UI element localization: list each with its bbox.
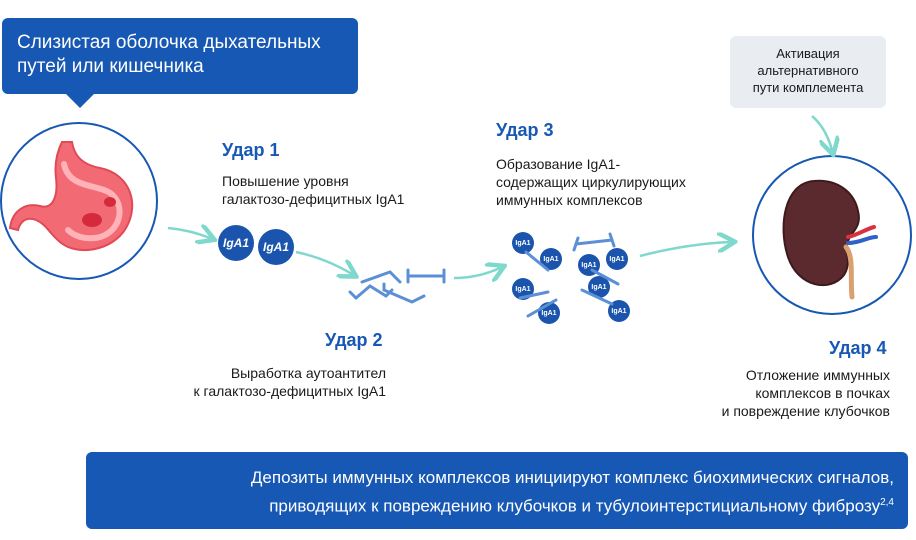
hit2-title: Удар 2 (325, 330, 383, 350)
flow-arrow (639, 242, 730, 258)
complement-note-line3: пути комплемента (752, 80, 864, 95)
hit1-text-line2: галактозо-дефицитных IgA1 (222, 191, 405, 207)
mucosa-callout: Слизистая оболочка дыхательных путей или… (2, 18, 358, 108)
hit3-text-line1: Образование IgA1- (496, 156, 621, 172)
hit4-text-line1: Отложение иммунных (745, 367, 890, 383)
hit2-text-line1: Выработка аутоантител (230, 365, 386, 381)
flow-arrow (167, 228, 210, 238)
hit3-title: Удар 3 (496, 120, 554, 140)
flow-arrow (811, 115, 832, 150)
mucosa-callout-line: Слизистая оболочка дыхательных путей или… (17, 32, 321, 77)
iga1-complex-molecule: IgA1 (512, 278, 534, 300)
antibody-icon (360, 270, 402, 284)
summary-line1: Депозиты иммунных комплексов инициируют … (250, 468, 894, 487)
complement-note-line2: альтернативного (757, 63, 859, 78)
hit3-text-line3: иммунных комплексов (496, 192, 643, 208)
iga1-complex-molecule: IgA1 (606, 248, 628, 270)
iga1-complex-molecule: IgA1 (512, 232, 534, 254)
iga1-molecule: IgA1 (258, 229, 294, 265)
kidney-icon (782, 179, 878, 300)
hit4-text: Отложение иммунных комплексов в почках и… (660, 366, 890, 420)
flow-arrow (295, 250, 352, 274)
iga1-complex-molecule: IgA1 (588, 276, 610, 298)
hit4-text-line2: комплексов в почках (755, 385, 890, 401)
summary-line2-text: приводящих к повреждению клубочков и туб… (269, 496, 881, 516)
complement-note: Активация альтернативного пути комплемен… (730, 36, 886, 108)
iga1-complex-molecule: IgA1 (540, 248, 562, 270)
callout-tail (66, 94, 94, 108)
stomach-circle (0, 122, 158, 280)
hit1-title: Удар 1 (222, 140, 280, 160)
iga1-molecule: IgA1 (218, 225, 254, 261)
hit3-text-line2: содержащих циркулирующих (496, 174, 686, 190)
hit4-title: Удар 4 (829, 338, 887, 358)
complement-note-line1: Активация (776, 46, 840, 61)
hit3-text: Образование IgA1- содержащих циркулирующ… (496, 155, 686, 209)
hit1-text-line1: Повышение уровня (222, 173, 349, 189)
flow-arrow (453, 268, 500, 278)
hit2-text-line2: к галактозо-дефицитных IgA1 (193, 383, 386, 399)
hit1-text: Повышение уровня галактозо-дефицитных Ig… (222, 172, 404, 208)
summary-box: Депозиты иммунных комплексов инициируют … (86, 452, 908, 529)
antibody-icon (382, 282, 426, 304)
hit2-text: Выработка аутоантител к галактозо-дефици… (162, 364, 386, 400)
antibody-icon (518, 232, 620, 318)
hit4-text-line3: и повреждение клубочков (721, 403, 890, 419)
iga1-complex-molecule: IgA1 (608, 300, 630, 322)
reference-superscript: 2,4 (880, 497, 894, 508)
summary-line2: приводящих к повреждению клубочков и туб… (86, 490, 894, 519)
stomach-icon (8, 141, 134, 252)
antibody-icon (406, 268, 446, 284)
